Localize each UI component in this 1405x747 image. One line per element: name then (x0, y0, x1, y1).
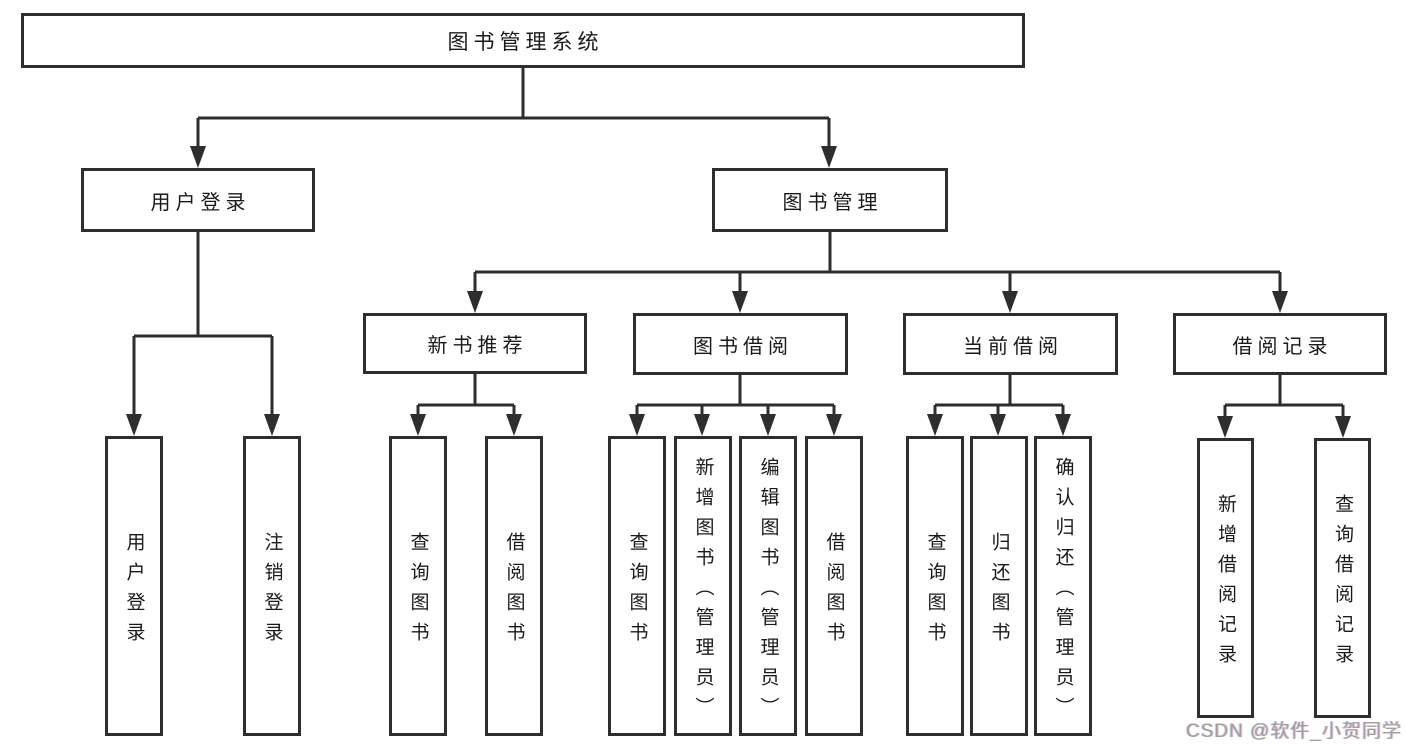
watermark: CSDN @软件_小贺同学 (1186, 721, 1402, 742)
node-new-book-recommend: 新书推荐 (363, 313, 587, 374)
node-current-borrowing: 当前借阅 (903, 313, 1118, 375)
arrowhead-icon (506, 414, 522, 436)
leaf-edit-books-admin: 编辑图书（管理员） (739, 436, 797, 736)
node-label: 查询图书 (407, 531, 429, 652)
leaf-query-borrow-record: 查询借阅记录 (1314, 438, 1371, 718)
node-label: 图书借阅 (693, 335, 793, 358)
arrowhead-icon (821, 146, 837, 168)
node-label: 查询借阅记录 (1332, 493, 1353, 674)
node-label: 编辑图书（管理员） (757, 456, 779, 727)
node-root: 图书管理系统 (21, 13, 1025, 68)
node-label: 用户登录 (150, 191, 251, 214)
arrowhead-icon (990, 414, 1006, 436)
arrowhead-icon (1002, 291, 1018, 313)
arrowhead-icon (467, 291, 483, 313)
node-borrow-records: 借阅记录 (1173, 313, 1387, 375)
arrowhead-icon (1272, 291, 1288, 313)
node-label: 当前借阅 (963, 335, 1063, 358)
node-label: 注销登录 (261, 531, 283, 652)
node-label: 用户登录 (123, 531, 145, 652)
node-user-login: 用户登录 (81, 168, 315, 232)
node-book-borrowing: 图书借阅 (633, 313, 848, 375)
node-label: 查询图书 (924, 531, 946, 652)
arrowhead-icon (927, 414, 943, 436)
node-label: 借阅记录 (1232, 335, 1333, 358)
arrowhead-icon (126, 414, 142, 436)
leaf-user-login: 用户登录 (105, 436, 163, 736)
arrowhead-icon (410, 414, 426, 436)
node-label: 新增借阅记录 (1215, 493, 1236, 674)
leaf-add-borrow-record: 新增借阅记录 (1197, 438, 1254, 718)
node-book-management: 图书管理 (712, 168, 948, 232)
node-label: 确认归还（管理员） (1052, 456, 1074, 727)
arrowhead-icon (264, 414, 280, 436)
node-label: 新增图书（管理员） (692, 456, 714, 727)
arrowhead-icon (1055, 414, 1071, 436)
arrowhead-icon (694, 414, 710, 436)
arrowhead-icon (1217, 416, 1233, 438)
leaf-return-books: 归还图书 (970, 436, 1028, 736)
leaf-query-books: 查询图书 (608, 436, 666, 736)
leaf-confirm-return-admin: 确认归还（管理员） (1034, 436, 1092, 736)
node-label: 图书管理系统 (447, 30, 604, 54)
node-label: 查询图书 (626, 531, 648, 652)
arrowhead-icon (826, 414, 842, 436)
node-label: 借阅图书 (503, 531, 525, 652)
leaf-query-books: 查询图书 (389, 436, 447, 736)
node-label: 借阅图书 (823, 531, 845, 652)
leaf-query-books: 查询图书 (906, 436, 964, 736)
node-label: 归还图书 (988, 531, 1010, 652)
tree-edges (132, 68, 1345, 418)
arrowhead-icon (760, 414, 776, 436)
arrowhead-icon (732, 291, 748, 313)
node-label: 新书推荐 (427, 335, 528, 357)
leaf-borrow-books: 借阅图书 (805, 436, 863, 736)
leaf-logout: 注销登录 (243, 436, 301, 736)
arrowhead-icon (629, 414, 645, 436)
arrowhead-icon (190, 146, 206, 168)
node-label: 图书管理 (782, 191, 883, 214)
leaf-add-books-admin: 新增图书（管理员） (674, 436, 732, 736)
leaf-borrow-books: 借阅图书 (485, 436, 543, 736)
arrowhead-icon (1335, 416, 1351, 438)
